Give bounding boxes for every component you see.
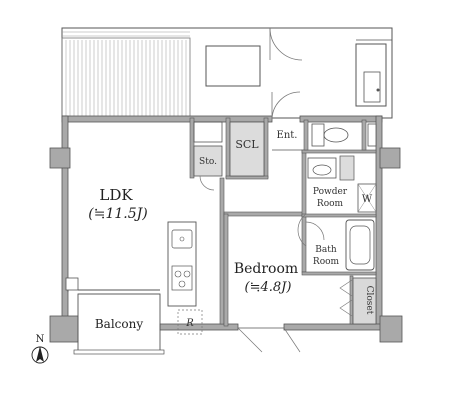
ldk-size: (≒11.5J)	[88, 206, 147, 222]
entrance: Ent.	[272, 130, 302, 151]
balcony-label: Balcony	[95, 317, 143, 331]
compass-label: N	[36, 334, 45, 345]
bath-label-line2: Room	[313, 257, 340, 267]
closet: Closet	[339, 277, 377, 325]
structural-columns	[49, 147, 403, 343]
kitchen-counter	[167, 221, 197, 307]
storage-closet: Sto.	[193, 121, 223, 191]
ldk-label: LDK	[99, 186, 133, 204]
fridge-space: R	[177, 309, 203, 335]
entrance-label: Ent.	[277, 130, 298, 141]
north-arrow-icon	[36, 346, 44, 362]
powder-label-line1: Powder	[313, 187, 348, 197]
terrace-area	[61, 27, 393, 119]
powder-label-line2: Room	[317, 199, 344, 209]
powder-room: Powder Room W	[307, 155, 377, 213]
washer-label: W	[362, 194, 373, 205]
exterior-walls	[61, 115, 383, 331]
gate-door-swing	[269, 27, 303, 61]
scl-storage: SCL	[229, 121, 265, 177]
fridge-label: R	[185, 318, 194, 329]
bedroom-walls	[223, 213, 307, 353]
balcony-opening	[65, 277, 160, 295]
bedroom-size: (≒4.8J)	[245, 280, 292, 295]
scl-label: SCL	[235, 138, 259, 151]
balcony: Balcony	[73, 293, 165, 355]
bath-room: Bath Room	[305, 219, 375, 271]
storage-label: Sto.	[199, 157, 217, 167]
north-compass: N	[31, 334, 49, 364]
bath-label-line1: Bath	[315, 245, 337, 255]
entrance-door-swing	[271, 91, 301, 121]
toilet	[311, 123, 377, 147]
closet-label: Closet	[364, 286, 374, 315]
bedroom-label: Bedroom	[234, 261, 298, 277]
